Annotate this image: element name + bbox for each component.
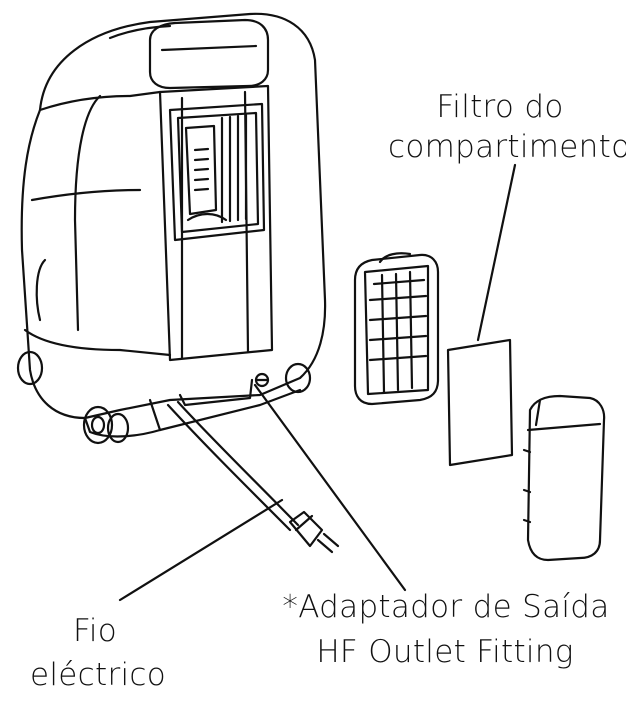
filter-label-line1: Filtro do	[436, 89, 564, 125]
wheel	[284, 362, 312, 394]
cord-leader-line	[118, 498, 284, 602]
filter-leader-line	[476, 163, 517, 342]
oxygen-concentrator	[16, 12, 327, 445]
filter-label-line2: compartimento	[388, 129, 626, 165]
cord-label-line1: Fio	[72, 613, 118, 649]
wheel	[16, 350, 44, 386]
filter-cover	[522, 394, 606, 562]
outlet-label-line1: *Adaptador de Saída	[282, 589, 610, 625]
compartment-filter-frame	[353, 252, 440, 406]
wheel	[82, 405, 114, 445]
outlet-leader-line	[253, 383, 407, 592]
power-cord	[166, 400, 340, 554]
outlet-label-line2: HF Outlet Fitting	[316, 634, 574, 670]
cord-label-line2: eléctrico	[29, 657, 167, 693]
filter-pad	[446, 338, 514, 467]
